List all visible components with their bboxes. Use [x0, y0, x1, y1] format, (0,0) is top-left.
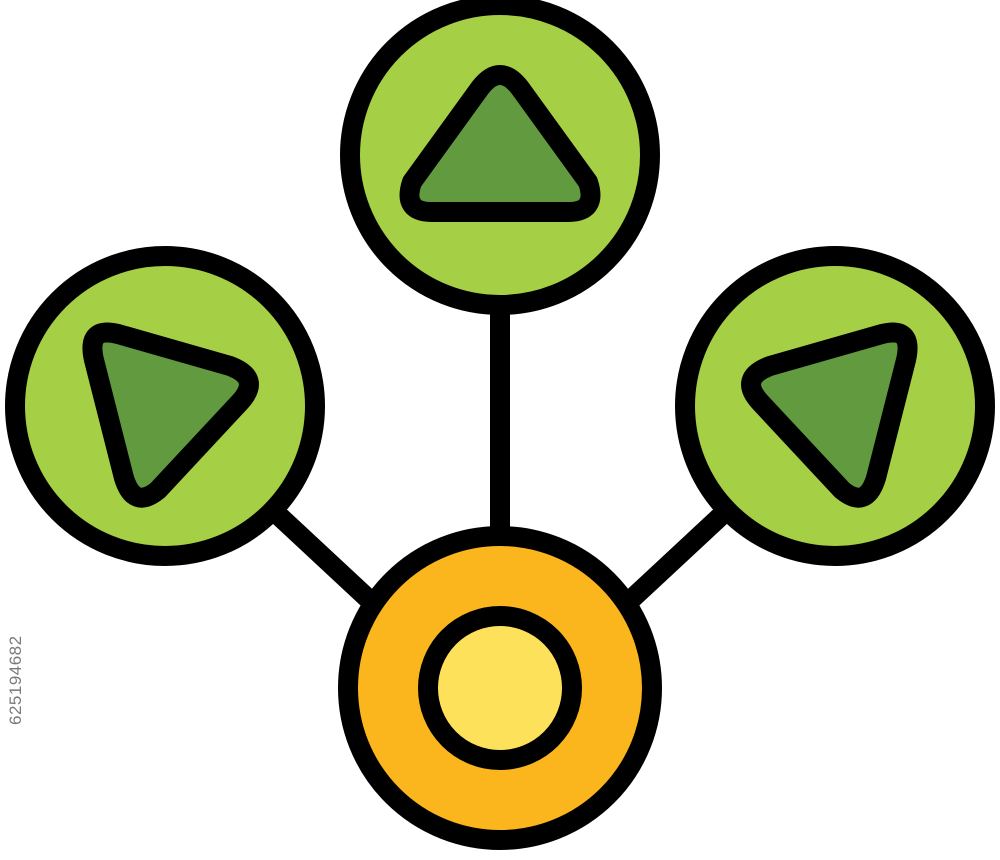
up-arrow-icon — [399, 65, 601, 222]
right-node — [675, 246, 995, 566]
connector-left — [252, 490, 388, 618]
left-arrow-icon — [741, 322, 918, 508]
right-arrow-icon — [82, 322, 259, 508]
connector-right — [612, 490, 748, 618]
left-node — [5, 246, 325, 566]
top-node — [340, 0, 660, 315]
hub-circle-icon — [418, 606, 582, 770]
image-id-label: 625194682 — [6, 635, 25, 725]
connector-lines — [252, 290, 748, 618]
hub-node — [338, 526, 662, 850]
